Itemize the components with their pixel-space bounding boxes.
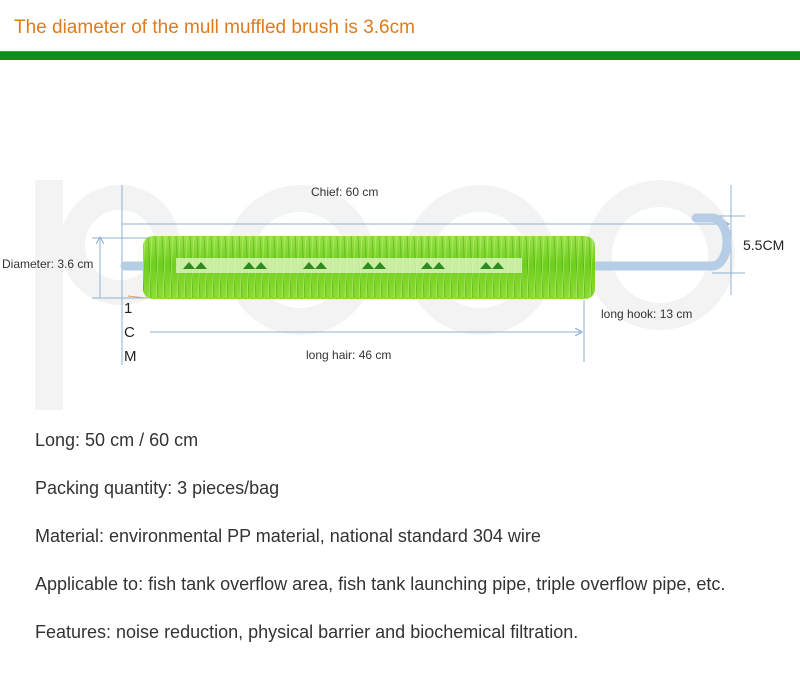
diameter-label: Diameter: 3.6 cm [2,257,94,271]
cm-letter-1: 1 [124,300,133,317]
spec-features: Features: noise reduction, physical barr… [35,622,579,642]
spec-packing: Packing quantity: 3 pieces/bag [35,478,280,498]
cm-letter-c: C [124,324,135,341]
brush-bristles [143,236,595,299]
spec-applicable: Applicable to: fish tank overflow area, … [35,574,726,594]
brush-diagram-svg [35,180,745,410]
long-hook-label: long hook: 13 cm [601,307,693,321]
header-rule-thin [0,51,800,52]
long-hair-label: long hair: 46 cm [306,348,392,362]
spec-length: Long: 50 cm / 60 cm [35,430,199,450]
page-title: The diameter of the mull muffled brush i… [14,17,415,38]
hook-height-label: 5.5CM [743,237,785,253]
spec-material: Material: environmental PP material, nat… [35,526,541,546]
cm-letter-m: M [124,348,137,365]
brush-diagram: Chief: 60 cm Diameter: 3.6 cm 5.5CM long… [0,170,800,420]
header-rule [0,52,800,60]
chief-label: Chief: 60 cm [311,185,379,199]
